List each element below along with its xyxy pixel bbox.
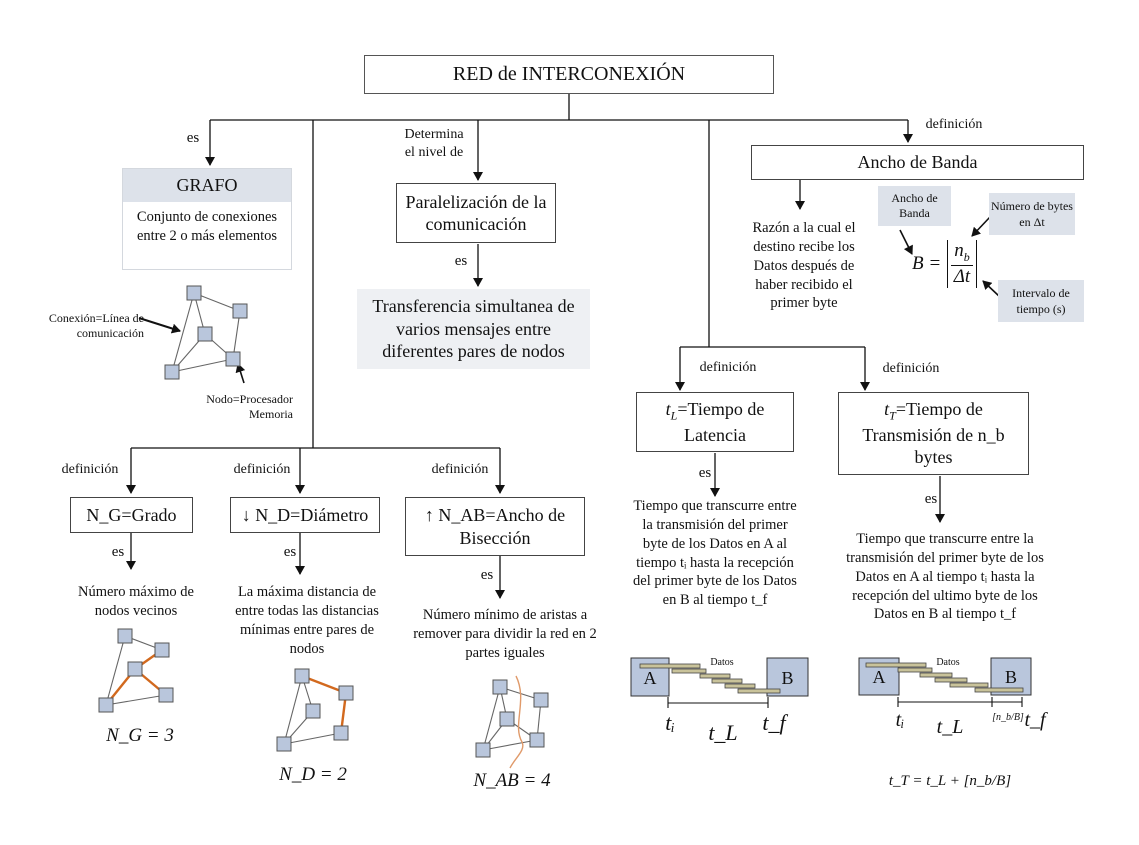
label-definicion-biseccion: definición (431, 462, 489, 477)
transmision-nb-over-b: [n_b/B] (992, 712, 1024, 723)
grado-title: N_G=Grado (86, 504, 177, 525)
biseccion-result: N_AB = 4 (473, 770, 551, 791)
diametro-box: ↓ N_D=Diámetro (230, 497, 380, 533)
transmision-title: tT=Tiempo de Transmisión de n_b bytes (862, 399, 1005, 468)
latencia-desc: Tiempo que transcurre entre la transmisi… (633, 498, 797, 609)
bandwidth-formula: B = nb Δt (912, 240, 977, 288)
transmision-tl: t_L (936, 716, 964, 738)
tag-bytes: Número de bytes en Δt (989, 193, 1075, 235)
formula-num: nb (951, 240, 973, 266)
grado-result: N_G = 3 (106, 725, 174, 746)
latencia-node-a: A (643, 668, 657, 688)
main-title-box: RED de INTERCONEXIÓN (364, 55, 774, 94)
grafo-title: GRAFO (123, 169, 291, 202)
latencia-box: tL=Tiempo de Latencia (636, 392, 794, 452)
diametro-title: ↓ N_D=Diámetro (241, 504, 369, 525)
main-title: RED de INTERCONEXIÓN (452, 63, 686, 85)
label-definicion-ancho: definición (925, 117, 983, 132)
formula-bracket: nb Δt (947, 240, 977, 288)
paralelizacion-desc-box: Transferencia simultanea de varios mensa… (357, 289, 590, 369)
label-es-latencia: es (698, 465, 712, 481)
latencia-ti: tᵢ (665, 710, 675, 735)
paralelizacion-title: Paralelización de la comunicación (405, 191, 547, 235)
label-es-grafo: es (186, 130, 200, 146)
transmision-tf: t_f (1024, 709, 1046, 731)
label-determina: Determina el nivel de (404, 127, 464, 160)
diametro-result: N_D = 2 (279, 764, 347, 785)
label-es-grado: es (111, 544, 125, 560)
tag-intervalo: Intervalo de tiempo (s) (998, 280, 1084, 322)
latencia-title: tL=Tiempo de Latencia (665, 398, 765, 445)
label-definicion-transmision: definición (882, 361, 940, 376)
label-definicion-diametro: definición (233, 462, 291, 477)
diametro-desc: La máxima distancia de entre todas las d… (235, 584, 379, 657)
grado-graph (98, 628, 174, 713)
label-definicion-latencia: definición (699, 360, 757, 375)
biseccion-graph (475, 675, 549, 769)
ancho-banda-desc: Razón a la cual el destino recibe los Da… (752, 220, 856, 312)
transmision-desc: Tiempo que transcurre entre la transmisi… (846, 531, 1044, 623)
transmision-box: tT=Tiempo de Transmisión de n_b bytes (838, 392, 1029, 475)
conexion-label: Conexión=Línea de comunicación (48, 311, 144, 340)
transmision-formula: t_T = t_L + [n_b/B] (888, 773, 1012, 789)
transmision-node-b: B (1004, 667, 1017, 687)
formula-den: Δt (953, 265, 971, 287)
tag-ancho: Ancho de Banda (878, 186, 951, 226)
latencia-timing (630, 657, 809, 708)
paralelizacion-desc: Transferencia simultanea de varios mensa… (372, 296, 575, 362)
transmision-timing (858, 657, 1032, 707)
latencia-tf: t_f (762, 710, 786, 735)
grado-desc: Número máximo de nodos vecinos (78, 584, 194, 619)
nodo-label: Nodo=Procesador Memoria (206, 392, 293, 421)
biseccion-title: ↑ N_AB=Ancho de Bisección (424, 505, 566, 548)
label-es-biseccion: es (480, 567, 494, 583)
latencia-datos: Datos (710, 657, 734, 668)
ancho-banda-title: Ancho de Banda (857, 152, 978, 173)
formula-lhs: B = (912, 252, 942, 274)
label-definicion-grado: definición (61, 462, 119, 477)
latencia-node-b: B (781, 668, 794, 688)
label-es-paralelizacion: es (454, 253, 468, 269)
ancho-banda-box: Ancho de Banda (751, 145, 1084, 180)
label-es-diametro: es (283, 544, 297, 560)
paralelizacion-box: Paralelización de la comunicación (396, 183, 556, 243)
grafo-graph (164, 285, 248, 380)
grafo-desc: Conjunto de conexiones entre 2 o más ele… (136, 209, 278, 244)
transmision-node-a: A (872, 667, 886, 687)
grado-box: N_G=Grado (70, 497, 193, 533)
biseccion-box: ↑ N_AB=Ancho de Bisección (405, 497, 585, 556)
biseccion-desc: Número mínimo de aristas a remover para … (413, 607, 597, 661)
label-es-transmision: es (924, 491, 938, 507)
grafo-card: GRAFO Conjunto de conexiones entre 2 o m… (122, 168, 292, 270)
transmision-ti: tᵢ (895, 709, 905, 731)
transmision-datos: Datos (936, 657, 960, 668)
diametro-graph (276, 668, 354, 752)
latencia-tl: t_L (708, 720, 738, 745)
